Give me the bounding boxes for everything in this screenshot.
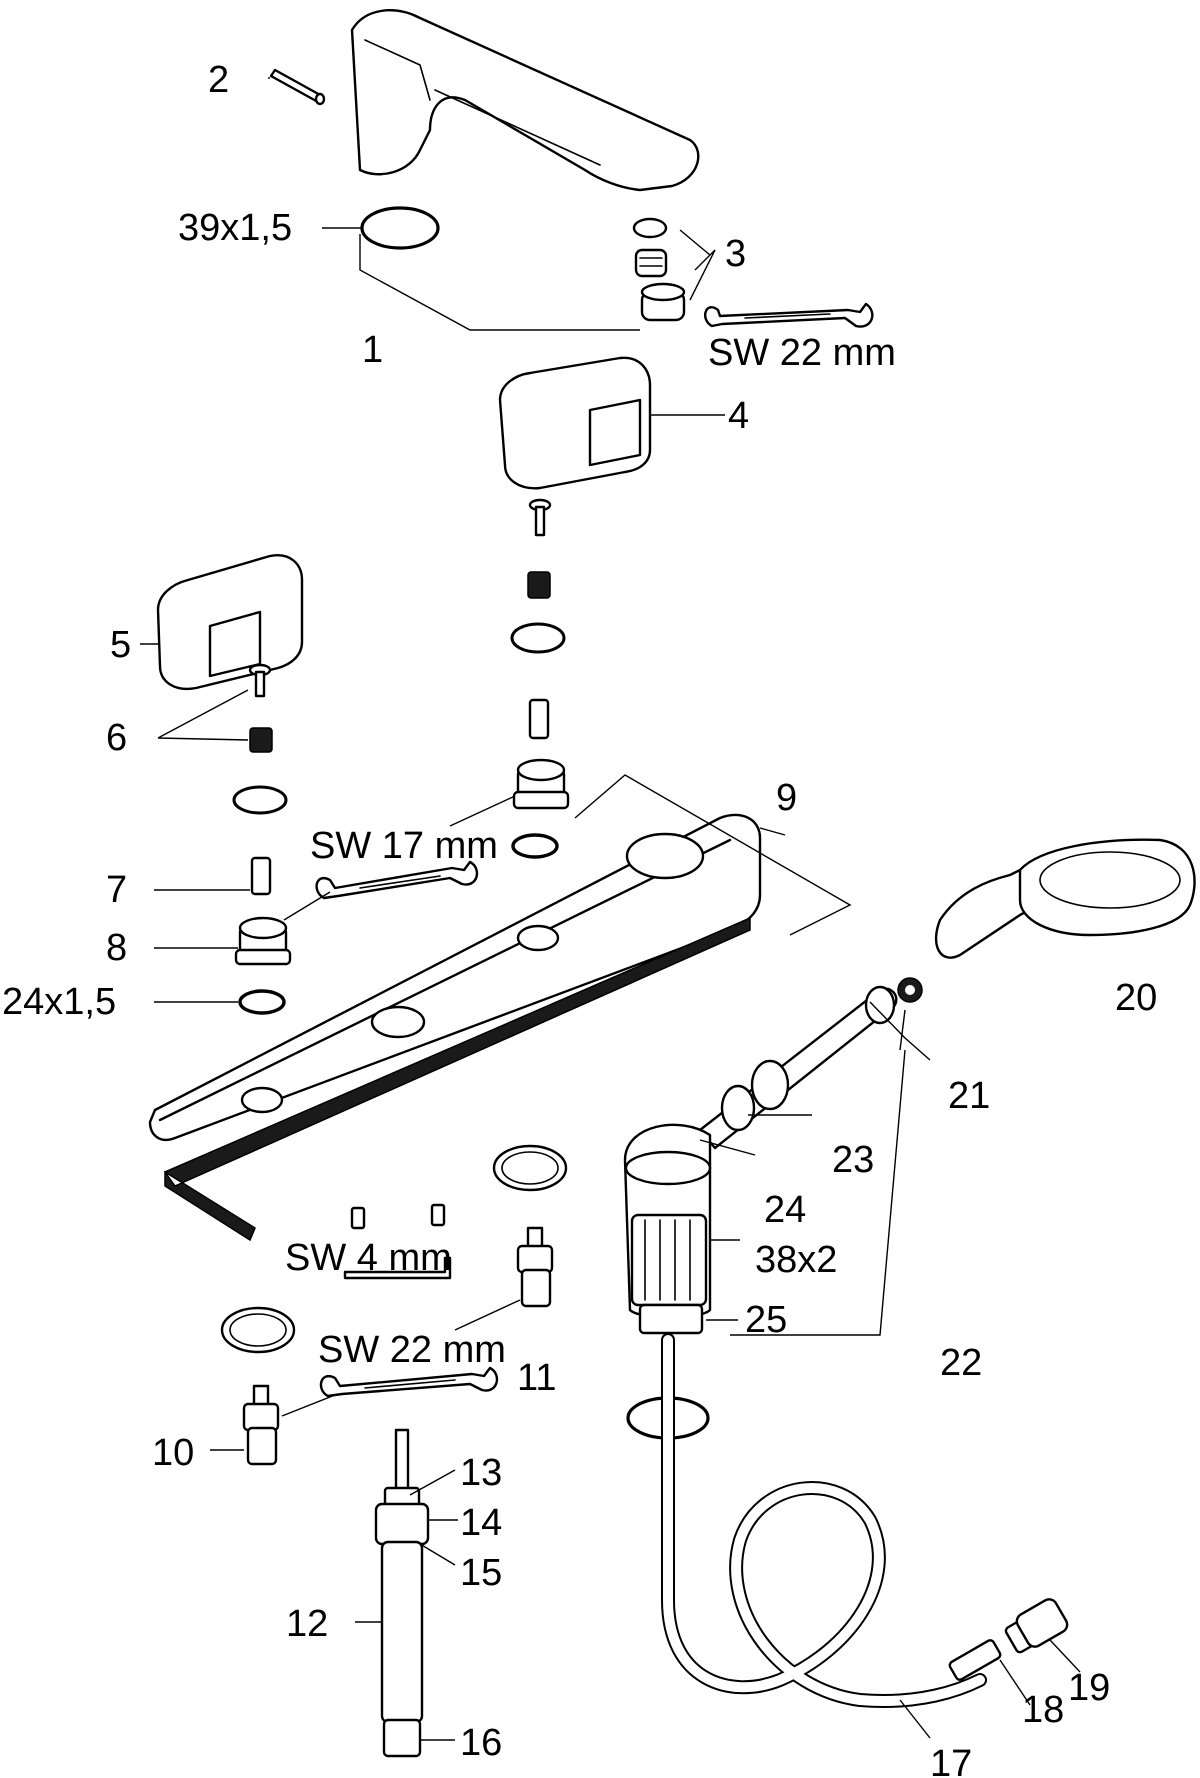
washer-right — [492, 1144, 568, 1192]
washer-left — [220, 1306, 296, 1354]
callout-12: 12 — [286, 1603, 328, 1645]
callout-13: 13 — [460, 1452, 502, 1494]
callout-19: 19 — [1068, 1667, 1110, 1709]
nut-center — [512, 758, 570, 810]
callout-7: 7 — [106, 869, 127, 911]
callout-22: 22 — [940, 1342, 982, 1384]
callout-15: 15 — [460, 1552, 502, 1594]
callout-2: 2 — [208, 59, 229, 101]
handle-cap-4 — [498, 356, 652, 490]
wrench-sw17 — [315, 860, 479, 900]
handle-screw-left — [248, 663, 272, 698]
callout-17: 17 — [930, 1743, 972, 1778]
adapter-left — [249, 727, 273, 753]
extension-left — [250, 856, 272, 896]
callout-18: 18 — [1022, 1689, 1064, 1731]
spec-hex-key-sw4: SW 4 mm — [285, 1237, 452, 1279]
handle-cap-5 — [156, 554, 304, 691]
callout-labels: 2 39x1,5 3 1 SW 22 mm 4 5 6 9 SW 17 mm 7… — [2, 59, 1157, 1778]
callout-8: 8 — [106, 927, 127, 969]
nut-left — [234, 916, 292, 966]
shower-hose — [661, 1333, 987, 1708]
spec-o-ring-39: 39x1,5 — [178, 207, 292, 249]
callout-21: 21 — [948, 1075, 990, 1117]
callout-3: 3 — [725, 233, 746, 275]
wrench-sw22-top — [704, 302, 874, 328]
callout-6: 6 — [106, 717, 127, 759]
leader-lines — [140, 77, 1081, 1741]
spout-body — [350, 9, 700, 192]
spec-wrench-sw22-bottom: SW 22 mm — [318, 1329, 506, 1371]
callout-20: 20 — [1115, 977, 1157, 1019]
callout-9: 9 — [776, 777, 797, 819]
wrench-sw22-bottom — [319, 1366, 499, 1398]
adapter-center — [527, 571, 551, 599]
o-ring-24x1-5 — [238, 989, 286, 1015]
callout-11: 11 — [517, 1357, 556, 1399]
handle-screw-center — [528, 498, 552, 537]
set-screw-a — [350, 1206, 366, 1230]
aerator-set — [632, 217, 686, 322]
spec-o-ring-38: 38x2 — [755, 1239, 837, 1281]
valve-cartridge-11 — [516, 1226, 554, 1308]
hand-shower — [934, 838, 1196, 959]
hose-nut — [1015, 1598, 1069, 1648]
ring-left — [232, 785, 288, 815]
o-ring-center — [511, 833, 559, 859]
grub-pin — [269, 68, 326, 106]
callout-14: 14 — [460, 1502, 502, 1544]
callout-23: 23 — [832, 1139, 874, 1181]
set-screw-b — [430, 1203, 446, 1227]
ring-center — [510, 622, 566, 654]
callout-25: 25 — [745, 1299, 787, 1341]
deck-plate — [148, 813, 762, 1142]
hex-key-sw4 — [343, 1256, 452, 1280]
callout-1: 1 — [362, 329, 383, 371]
diverter-assembly — [374, 1428, 430, 1758]
spec-wrench-sw22-top: SW 22 mm — [708, 332, 896, 374]
callout-16: 16 — [460, 1722, 502, 1764]
hose-end-connector — [948, 1618, 1038, 1681]
spec-wrench-sw17: SW 17 mm — [310, 825, 498, 867]
callout-24: 24 — [764, 1189, 806, 1231]
hose-guide — [623, 1123, 712, 1335]
extension-center — [528, 698, 550, 740]
o-ring-39x1-5 — [360, 206, 440, 250]
valve-cartridge-10 — [242, 1384, 280, 1466]
callout-4: 4 — [728, 395, 749, 437]
spec-o-ring-24: 24x1,5 — [2, 981, 116, 1023]
callout-5: 5 — [110, 624, 131, 666]
callout-10: 10 — [152, 1432, 194, 1474]
deck-gasket — [163, 916, 751, 1242]
hose-connector — [698, 985, 898, 1150]
